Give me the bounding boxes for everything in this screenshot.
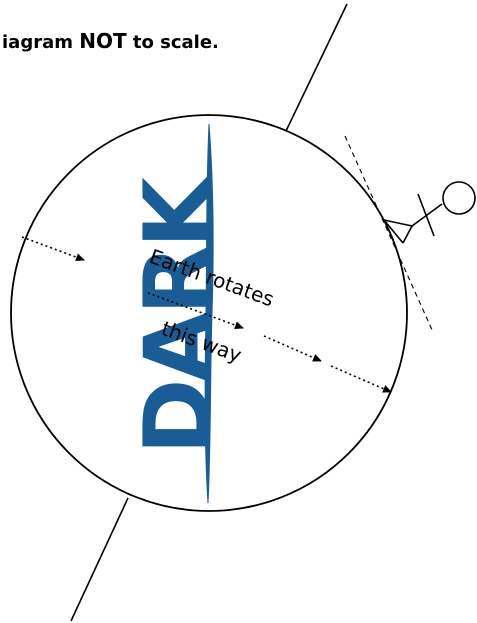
caption-suffix: to scale.	[127, 32, 219, 53]
dark-side-label: DARK	[124, 173, 231, 454]
observer-stick-figure-icon	[384, 182, 475, 243]
scale-caption: iagram NOT to scale.	[2, 29, 219, 53]
caption-prefix: iagram	[2, 32, 79, 53]
axis-lower	[71, 498, 128, 621]
axis-upper	[286, 4, 347, 131]
caption-emphasis: NOT	[79, 29, 127, 53]
